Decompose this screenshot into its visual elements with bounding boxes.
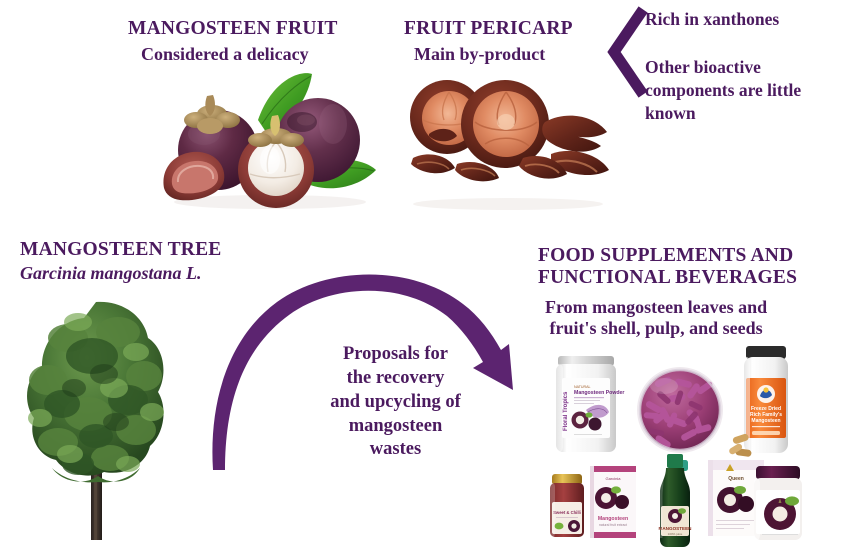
svg-text:Queen: Queen	[728, 476, 744, 482]
note-rich-in-xanthones: Rich in xanthones	[645, 9, 780, 29]
purple-capsules-bowl	[637, 367, 723, 471]
mangosteen-boxed-product: Queen	[708, 460, 764, 536]
proposals-line-2: the recovery	[346, 367, 445, 388]
svg-text:natural fruit extract: natural fruit extract	[599, 523, 627, 527]
mangosteen-fruit-title: MANGOSTEEN FRUIT	[128, 18, 338, 39]
proposals-label: Proposals for the recovery and upcycling…	[288, 343, 503, 462]
mangosteen-juice-bottle: MANGOSTEEN 100% juice	[659, 454, 693, 547]
svg-text:100% juice: 100% juice	[668, 532, 683, 536]
proposals-line-3: and upcycling of	[330, 391, 461, 412]
svg-text:Mangosteen: Mangosteen	[751, 418, 780, 424]
fruit-pericarp-subtitle: Main by-product	[414, 44, 546, 64]
dried-pericarp-photo	[410, 80, 609, 210]
food-supplements-title: FOOD SUPPLEMENTS AND FUNCTIONAL BEVERAGE…	[538, 245, 797, 289]
svg-text:Mangosteen: Mangosteen	[598, 516, 628, 522]
mangosteen-fruit-subtitle: Considered a delicacy	[141, 44, 309, 64]
food-supplements-title-line2: FUNCTIONAL BEVERAGES	[538, 266, 798, 288]
svg-text:Freeze Dried: Freeze Dried	[751, 406, 781, 412]
svg-text:Rich Family's: Rich Family's	[750, 412, 782, 418]
mangosteen-tree-photo	[27, 301, 164, 540]
svg-text:Sweet & Chilli: Sweet & Chilli	[553, 510, 581, 515]
mangosteen-tree-species: Garcinia mangostana L.	[20, 263, 202, 283]
proposals-line-1: Proposals for	[342, 344, 448, 364]
mangosteen-product-box: Garcinia Mangosteen natural fruit extrac…	[590, 466, 636, 538]
svg-text:NATURAL: NATURAL	[574, 385, 591, 389]
mangosteen-fruit-photo	[163, 73, 376, 209]
mangosteen-tree-title: MANGOSTEEN TREE	[20, 239, 222, 260]
food-supplements-subtitle: From mangosteen leaves and fruit's shell…	[545, 297, 767, 338]
svg-text:Garcinia: Garcinia	[606, 476, 622, 481]
food-supplements-subtitle-line2: fruit's shell, pulp, and seeds	[549, 317, 763, 338]
svg-text:Floral Tropics: Floral Tropics	[563, 391, 569, 431]
orange-label-supplement-bottle: Freeze Dried Rich Family's Mangosteen	[729, 346, 788, 457]
proposals-line-4: mangosteen	[348, 415, 443, 436]
product-lineup-photo: Floral Tropics NATURAL Mangosteen Powder	[550, 346, 802, 547]
svg-text:Mangosteen Powder: Mangosteen Powder	[574, 390, 624, 396]
food-supplements-subtitle-line1: From mangosteen leaves and	[545, 297, 768, 317]
proposals-line-5: wastes	[369, 439, 422, 460]
food-supplements-title-line1: FOOD SUPPLEMENTS AND	[538, 245, 794, 266]
mangosteen-powder-jar: Floral Tropics NATURAL Mangosteen Powder	[556, 356, 624, 452]
note-other-bioactive-components: Other bioactive components are little kn…	[645, 57, 802, 124]
mangosteen-glass-jar	[754, 466, 802, 540]
chevron-left-bracket-icon	[607, 6, 648, 98]
mangosteen-jam-jar: Sweet & Chilli	[550, 474, 584, 537]
svg-text:MANGOSTEEN: MANGOSTEEN	[659, 526, 693, 531]
fruit-pericarp-title: FRUIT PERICARP	[404, 18, 573, 39]
